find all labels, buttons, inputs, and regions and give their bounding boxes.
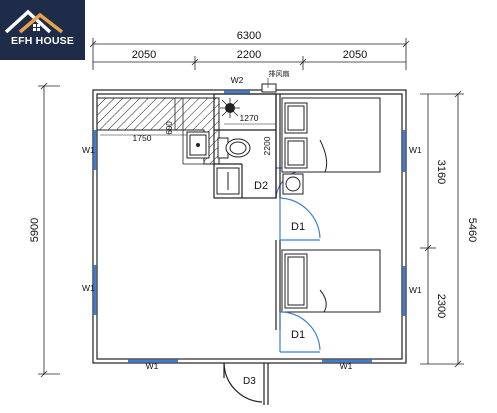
- dim-bath-height: 2200: [262, 136, 272, 155]
- dim-top-left: 2050: [132, 49, 156, 61]
- brand-logo: EFH HOUSE: [0, 0, 85, 60]
- kitchen-counter: [96, 97, 220, 165]
- dim-bath-width: 1270: [240, 113, 259, 123]
- label-d1-lower: D1: [291, 329, 305, 341]
- dim-counter-length: 1750: [133, 133, 152, 143]
- dim-overall-width: 6300: [237, 30, 261, 42]
- door-d3: [223, 362, 269, 405]
- label-w1-right-upper: W1: [409, 145, 422, 155]
- dim-right-lower: 2300: [435, 294, 447, 318]
- label-vent: 排风扇: [269, 69, 290, 78]
- door-d1-upper: [279, 197, 321, 241]
- dim-top-middle: 2200: [237, 49, 261, 61]
- dim-right-upper: 3160: [435, 160, 447, 184]
- dim-counter-depth: 600: [165, 121, 174, 135]
- label-w2: W2: [231, 75, 244, 85]
- door-d1-lower: [279, 311, 321, 353]
- label-d2: D2: [254, 180, 268, 192]
- bed-lower: [281, 249, 381, 313]
- bathroom-basin: [261, 83, 277, 93]
- vent-fan-icon: [220, 98, 240, 118]
- dimension-lines: [38, 38, 464, 378]
- label-w1-right-lower: W1: [409, 285, 422, 295]
- kitchen-sink: [186, 131, 210, 159]
- brand-name: EFH HOUSE: [10, 35, 75, 47]
- shower-tray: [216, 167, 240, 195]
- dim-left-height: 5900: [29, 218, 41, 242]
- label-w1-left-upper: W1: [82, 145, 95, 155]
- label-w1-left-lower: W1: [82, 283, 95, 293]
- house-roof-icon: [4, 9, 64, 34]
- toilet-icon: [217, 137, 251, 159]
- dim-top-right: 2050: [343, 49, 367, 61]
- label-d1-upper: D1: [291, 221, 305, 233]
- stool-icon: [282, 173, 304, 195]
- label-w1-bottom-left: W1: [146, 361, 159, 371]
- dim-right-outer: 5460: [466, 218, 478, 242]
- windows: [93, 90, 406, 363]
- label-d3: D3: [243, 376, 256, 387]
- label-w1-bottom-right: W1: [340, 361, 353, 371]
- bed-upper: [281, 97, 381, 173]
